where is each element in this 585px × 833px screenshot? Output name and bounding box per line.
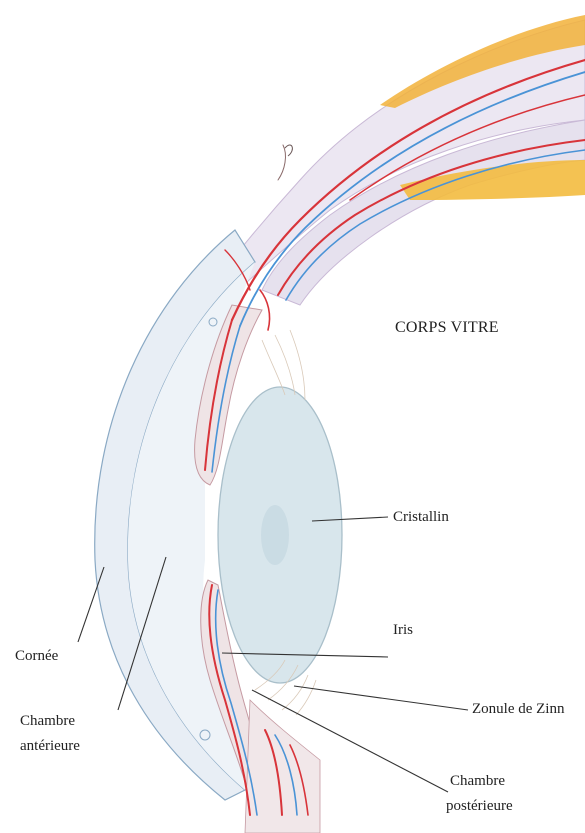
label-zonule-de-zinn: Zonule de Zinn [472, 700, 564, 719]
label-chambre-posterieure-line2: postérieure [446, 797, 513, 816]
label-cornee: Cornée [15, 647, 58, 666]
label-chambre-anterieure-line2: antérieure [20, 737, 80, 756]
label-iris: Iris [393, 621, 413, 640]
label-cristallin: Cristallin [393, 508, 449, 527]
label-chambre-posterieure-line1: Chambre [450, 772, 505, 791]
label-corps-vitre: CORPS VITRE [395, 318, 499, 337]
label-chambre-anterieure-line1: Chambre [20, 712, 75, 731]
